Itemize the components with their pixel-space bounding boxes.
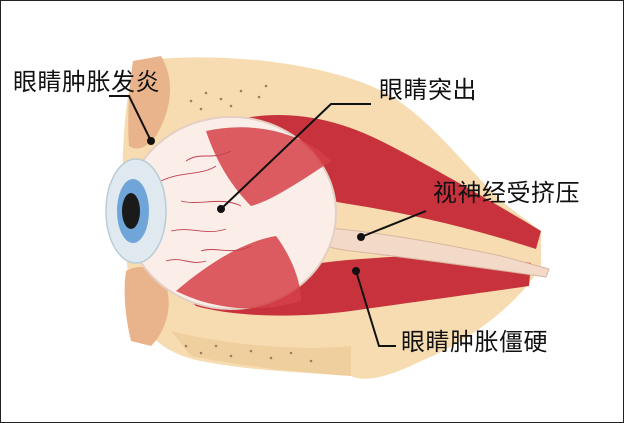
leader-dots bbox=[147, 137, 365, 275]
fat-pad-lower bbox=[171, 331, 351, 376]
upper-eyelid bbox=[128, 56, 171, 149]
fat-speckles bbox=[184, 84, 313, 363]
lower-eyelid bbox=[124, 266, 169, 346]
blood-vessels bbox=[160, 150, 252, 263]
pupil bbox=[122, 193, 140, 229]
label-eye-protrusion: 眼睛突出 bbox=[379, 76, 477, 104]
label-eye-swelling-inflammation: 眼睛肿胀发炎 bbox=[13, 68, 160, 96]
label-eye-swelling-stiffness: 眼睛肿胀僵硬 bbox=[401, 328, 548, 356]
label-optic-nerve-compression: 视神经受挤压 bbox=[433, 179, 580, 207]
leader-lines bbox=[109, 95, 427, 347]
muscle-fan-bottom bbox=[176, 236, 301, 309]
muscle-fan-top bbox=[206, 127, 331, 206]
